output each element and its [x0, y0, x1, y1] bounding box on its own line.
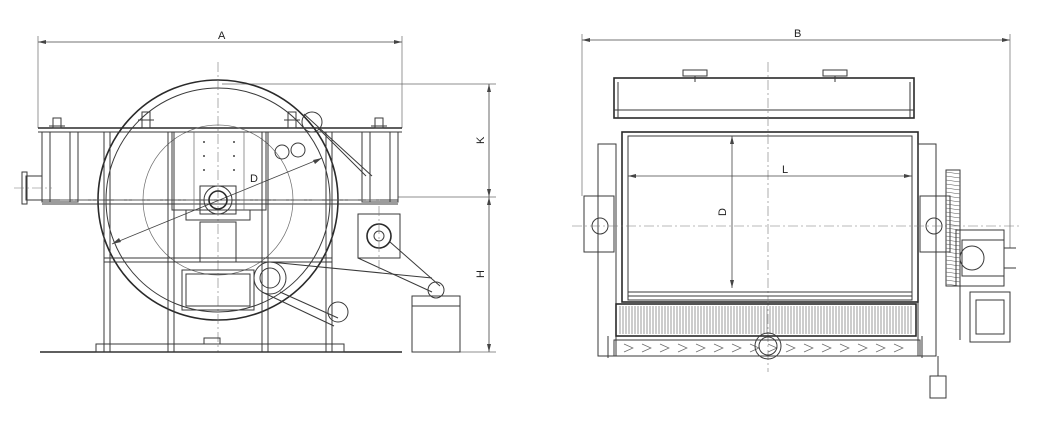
gear-tooth — [945, 187, 961, 191]
gear-tooth — [945, 219, 961, 223]
dimension-label-l: L — [782, 164, 788, 176]
trough — [607, 303, 923, 360]
dimension-label-d-front: D — [250, 173, 258, 185]
gear-tooth — [945, 199, 961, 203]
gear-tooth — [945, 211, 961, 215]
dimension-label-b: B — [794, 28, 801, 40]
gear-tooth — [945, 171, 961, 175]
gear-tooth — [945, 259, 961, 263]
support-frame — [40, 132, 402, 353]
gear-tooth — [945, 215, 961, 219]
screen-hatch — [619, 306, 912, 334]
screw-flight — [659, 343, 670, 353]
screw-flight — [803, 343, 814, 353]
gear-teeth — [945, 171, 961, 287]
bolt-left — [49, 117, 65, 129]
drive-unit — [253, 206, 461, 353]
gear-tooth — [945, 263, 961, 267]
gear-tooth — [945, 207, 961, 211]
gear-tooth — [945, 235, 961, 239]
gear-tooth — [945, 279, 961, 283]
screw-flight — [875, 343, 886, 353]
screw-flight — [731, 343, 742, 353]
gear-tooth — [945, 179, 961, 183]
screw-flight — [857, 343, 868, 353]
bolt-right — [371, 117, 387, 129]
gear-tooth — [945, 231, 961, 235]
screw-flight — [713, 343, 724, 353]
gear-tooth — [945, 183, 961, 187]
screw-flight — [893, 343, 904, 353]
dimension-label-d-side: D — [717, 208, 729, 216]
gear-tooth — [945, 251, 961, 255]
side-plates — [572, 143, 1020, 357]
hood — [613, 69, 915, 119]
gear-tooth — [945, 195, 961, 199]
dimension-label-a: A — [218, 30, 226, 42]
gear-tooth — [945, 239, 961, 243]
screw-flight — [839, 343, 850, 353]
screw-flight — [785, 343, 796, 353]
dimension-b: B — [581, 28, 1011, 248]
gear-tooth — [945, 267, 961, 271]
screw-flight — [641, 343, 652, 353]
gear-tooth — [945, 247, 961, 251]
bolt-mid-right — [284, 111, 300, 129]
gear-tooth — [945, 243, 961, 247]
drum: D — [60, 62, 380, 352]
screw-flight — [749, 343, 760, 353]
front-view: A K H — [14, 30, 496, 353]
side-view: B L D — [572, 28, 1020, 399]
gear-tooth — [945, 203, 961, 207]
bolt-mid-left — [138, 111, 154, 129]
trough-hatch — [623, 343, 904, 353]
dimension-label-h: H — [475, 270, 487, 278]
gear-tooth — [945, 271, 961, 275]
gear-tooth — [945, 223, 961, 227]
gear-tooth — [945, 191, 961, 195]
dimension-label-k: K — [475, 136, 487, 144]
screw-flight — [821, 343, 832, 353]
screw-flight — [677, 343, 688, 353]
gear-tooth — [945, 255, 961, 259]
dimension-a: A — [37, 30, 403, 128]
dimension-k-h: K H — [222, 83, 496, 353]
gear-tooth — [945, 275, 961, 279]
screw-flight — [695, 343, 706, 353]
screw-flight — [623, 343, 634, 353]
gear-tooth — [945, 175, 961, 179]
side-drive — [929, 169, 1016, 399]
